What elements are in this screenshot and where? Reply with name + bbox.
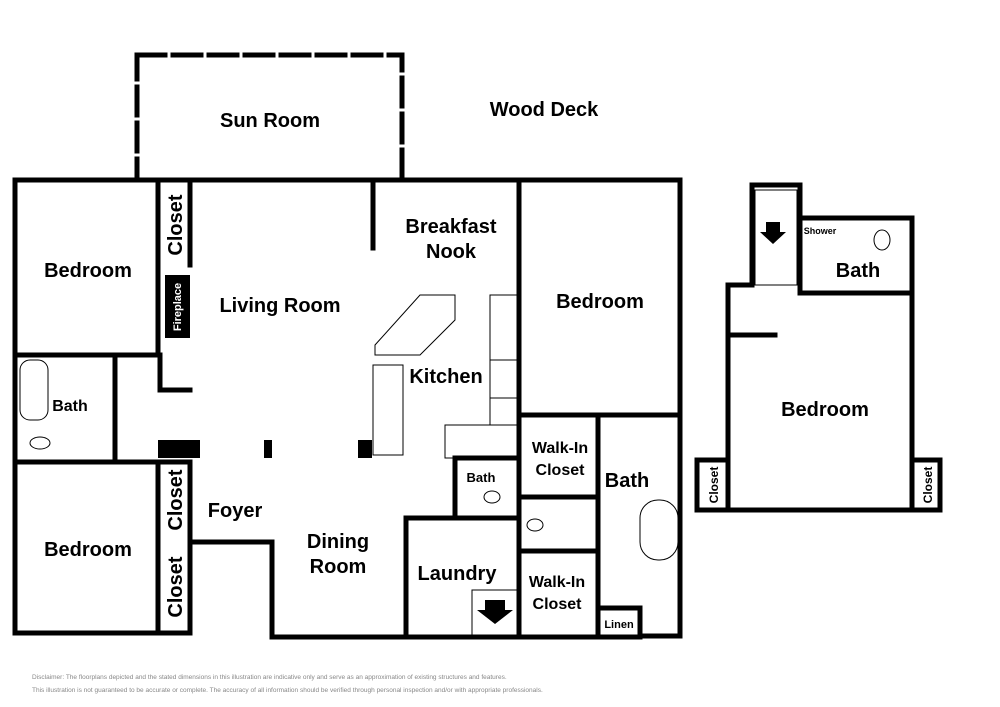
- disclaimer-line-2: This illustration is not guaranteed to b…: [32, 687, 543, 694]
- label-closet: Closet: [921, 467, 935, 504]
- label-shower: Shower: [804, 226, 837, 236]
- label-fireplace: Fireplace: [172, 283, 184, 331]
- label-sun-room: Sun Room: [220, 110, 320, 132]
- label-walkin-closet: Closet: [533, 596, 583, 613]
- disclaimer-line-1: Disclaimer: The floorplans depicted and …: [32, 674, 507, 681]
- room-labels: Sun Room Wood Deck Bedroom Bedroom Bedro…: [44, 99, 935, 631]
- label-bath: Bath: [467, 470, 496, 485]
- label-kitchen: Kitchen: [409, 366, 482, 388]
- label-walkin-closet: Closet: [536, 462, 586, 479]
- label-bath: Bath: [605, 470, 649, 492]
- label-living-room: Living Room: [219, 295, 340, 317]
- label-bath: Bath: [52, 398, 88, 415]
- label-nook: Nook: [426, 241, 477, 263]
- label-foyer: Foyer: [208, 500, 263, 522]
- label-linen: Linen: [604, 619, 634, 631]
- label-breakfast: Breakfast: [405, 216, 497, 238]
- label-closet: Closet: [707, 467, 721, 504]
- label-walkin: Walk-In: [532, 440, 588, 457]
- label-walkin: Walk-In: [529, 574, 585, 591]
- walls: [12, 52, 943, 640]
- label-room: Room: [310, 556, 367, 578]
- label-bath: Bath: [836, 260, 880, 282]
- label-laundry: Laundry: [418, 563, 498, 585]
- label-bedroom: Bedroom: [556, 291, 644, 313]
- label-wood-deck: Wood Deck: [490, 99, 599, 121]
- label-bedroom: Bedroom: [44, 260, 132, 282]
- label-dining: Dining: [307, 531, 369, 553]
- label-closet: Closet: [165, 556, 187, 617]
- label-bedroom: Bedroom: [781, 399, 869, 421]
- label-closet: Closet: [165, 194, 187, 255]
- fireplace-block: [165, 275, 190, 338]
- label-closet: Closet: [165, 469, 187, 530]
- label-bedroom: Bedroom: [44, 539, 132, 561]
